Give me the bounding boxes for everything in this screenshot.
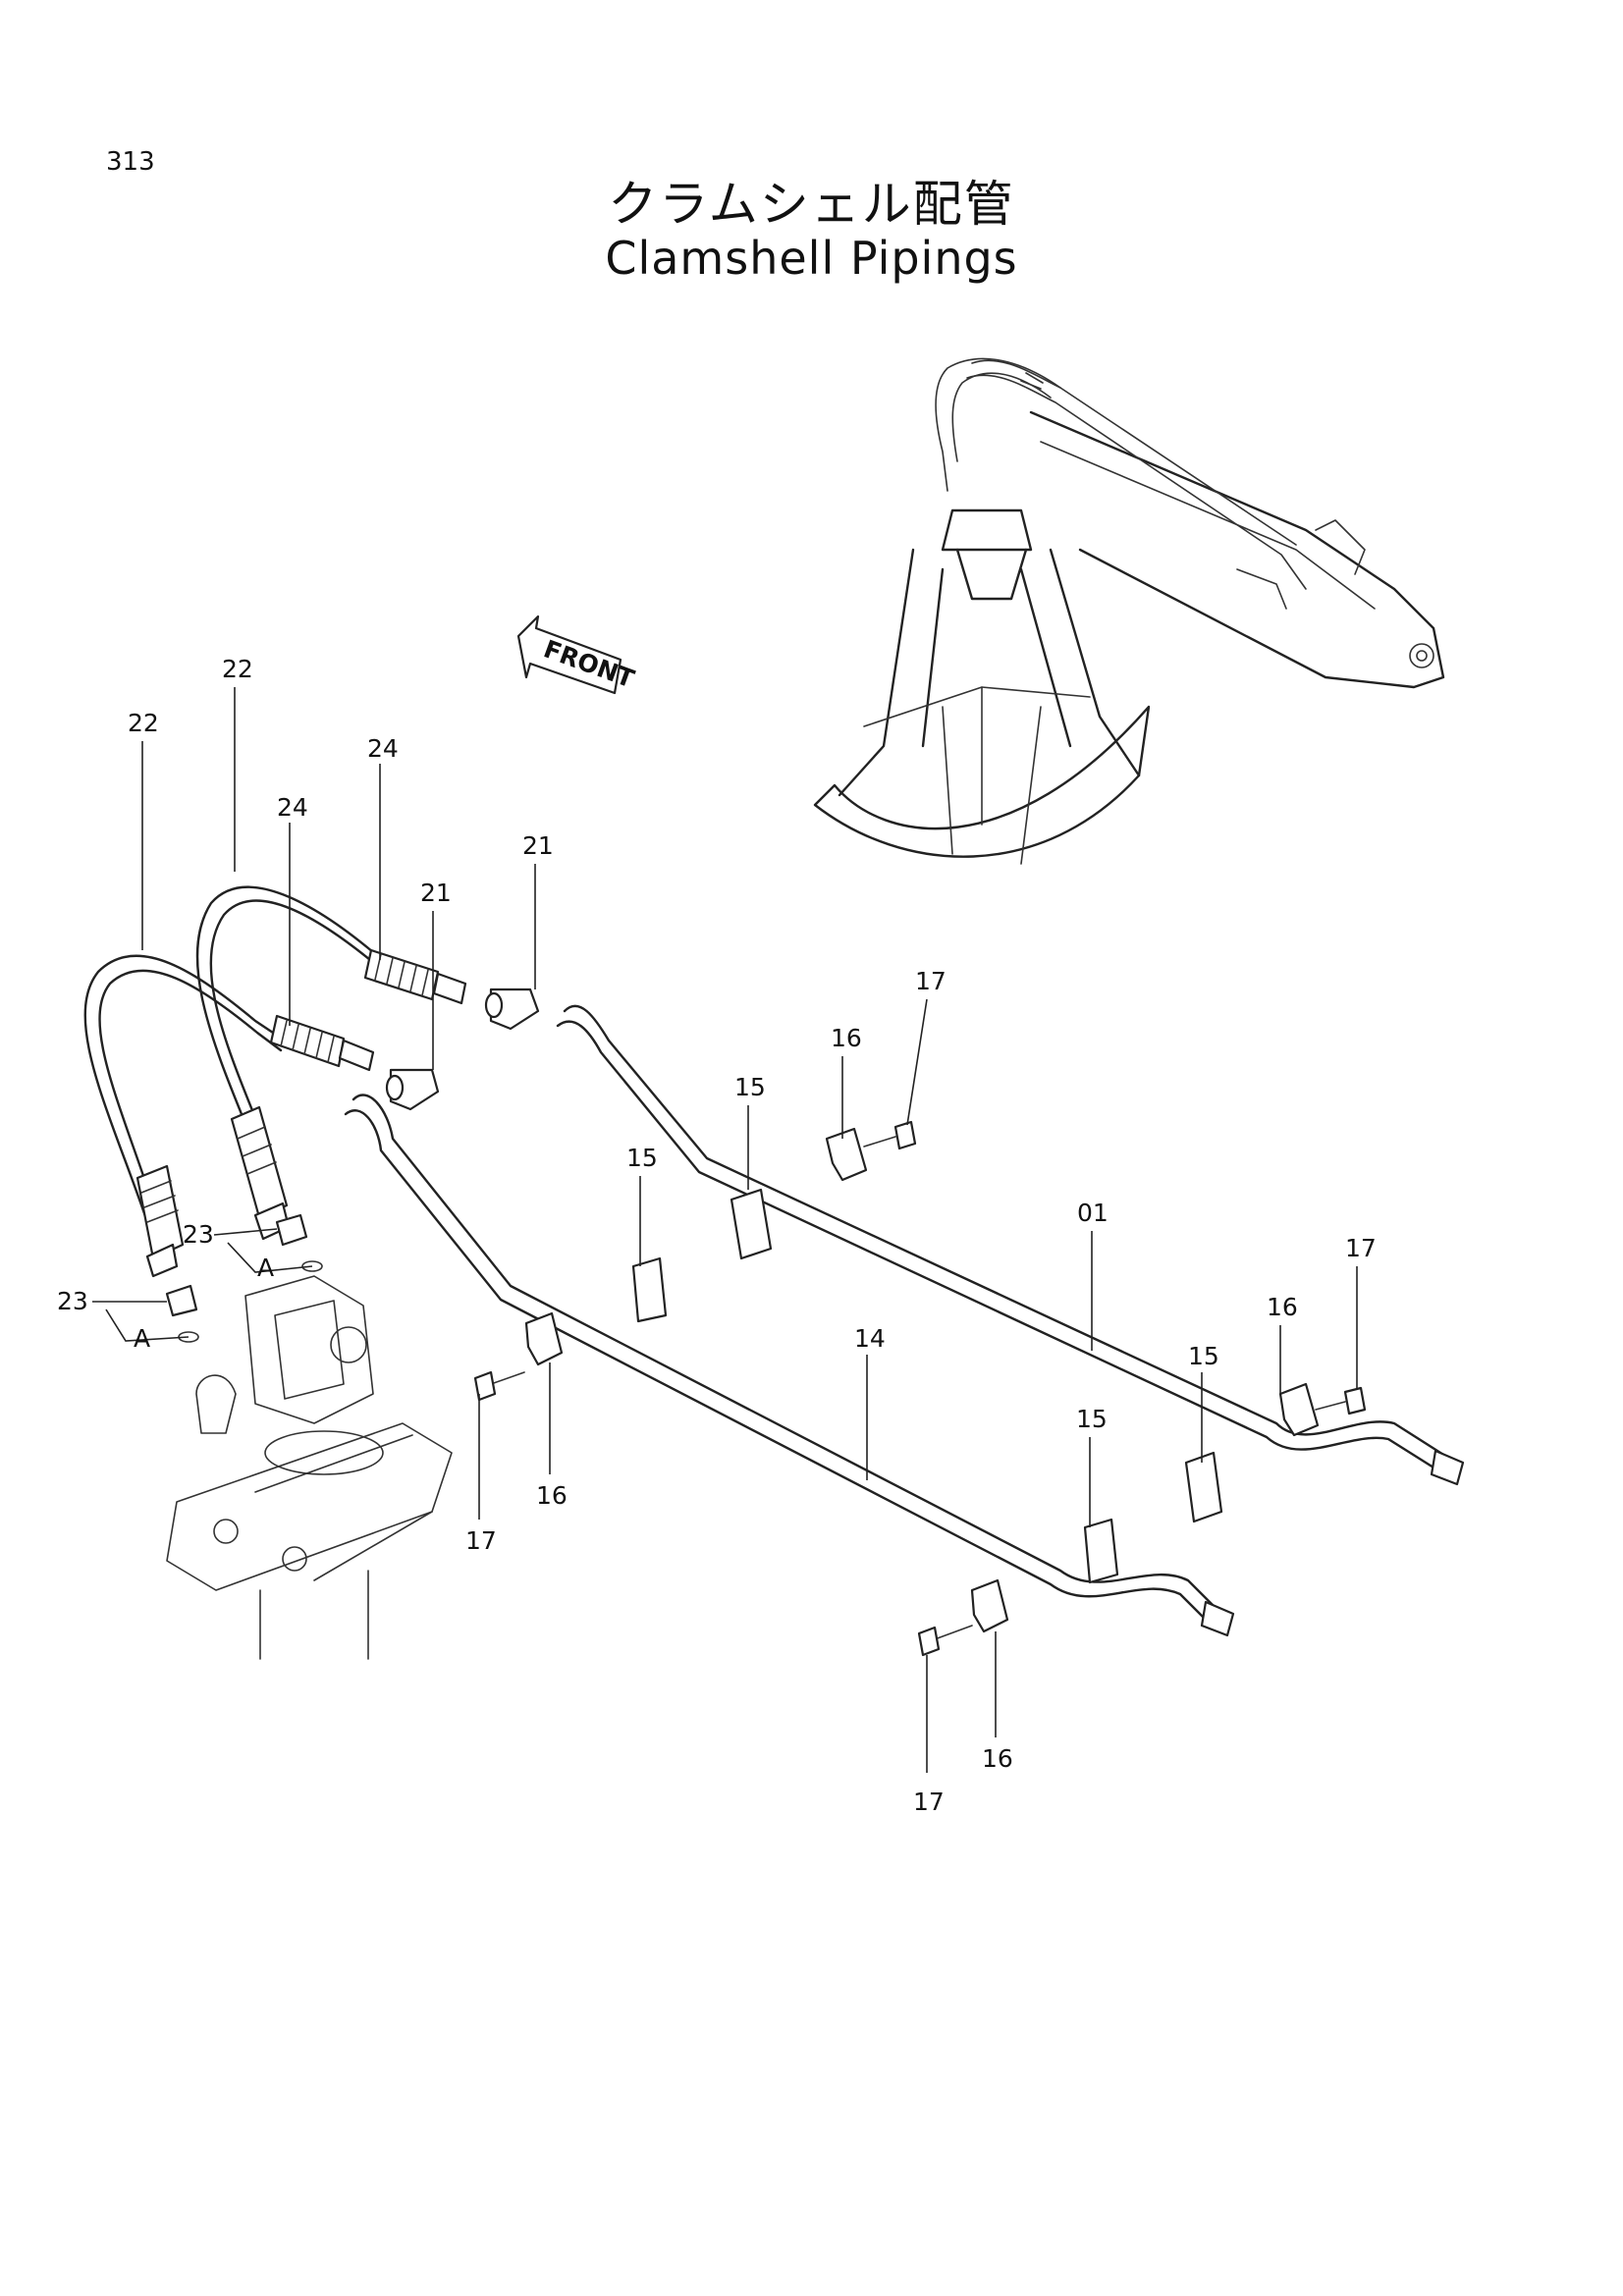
callout-21: 21: [420, 879, 452, 907]
callout-01: 01: [1077, 1199, 1109, 1227]
callout-17: 17: [465, 1526, 497, 1555]
callout-17: 17: [915, 967, 947, 995]
callout-24: 24: [277, 793, 308, 822]
callout-22: 22: [128, 709, 159, 737]
overview-clamshell-illustration: [813, 357, 1445, 865]
callout-15: 15: [626, 1144, 658, 1172]
clamps-15: [631, 1188, 1223, 1584]
clamp-caps-16: [524, 1127, 1320, 1633]
callout-21: 21: [522, 831, 554, 860]
callout-22: 22: [222, 655, 253, 683]
pipe-14: [344, 1094, 1235, 1637]
callout-15: 15: [734, 1073, 766, 1101]
callout-16: 16: [1267, 1293, 1298, 1321]
callout-15: 15: [1076, 1405, 1108, 1433]
leader-lines: [92, 687, 1358, 1773]
callout-a: A: [134, 1324, 150, 1353]
callout-14: 14: [854, 1324, 886, 1353]
callout-17: 17: [1345, 1234, 1377, 1262]
callout-16: 16: [982, 1744, 1013, 1773]
callout-23: 23: [183, 1220, 214, 1249]
swivel-block: [166, 1275, 453, 1660]
page-number: 313: [106, 147, 155, 177]
callout-24: 24: [367, 734, 399, 763]
callout-23: 23: [57, 1287, 88, 1315]
hose-22-assemblies: [83, 885, 395, 1278]
callout-a: A: [257, 1254, 274, 1282]
callout-15: 15: [1188, 1342, 1219, 1370]
callout-17: 17: [913, 1788, 945, 1816]
pipe-01: [556, 1004, 1465, 1486]
spring-guards-24: [269, 948, 467, 1072]
callout-16: 16: [536, 1481, 568, 1510]
callout-16: 16: [831, 1024, 862, 1052]
elbows-21: [385, 988, 540, 1111]
title-japanese: クラムシェル配管: [608, 176, 1015, 233]
front-direction-arrow: FRONT: [516, 614, 638, 695]
title-english: Clamshell Pipings: [605, 232, 1018, 285]
adapters-23-orings: [165, 1213, 323, 1343]
callout-labels: 22 22 24 24 21 21 17 16 15 15 01 17 16 1…: [57, 655, 1377, 1816]
bolts-17: [473, 1120, 1367, 1657]
